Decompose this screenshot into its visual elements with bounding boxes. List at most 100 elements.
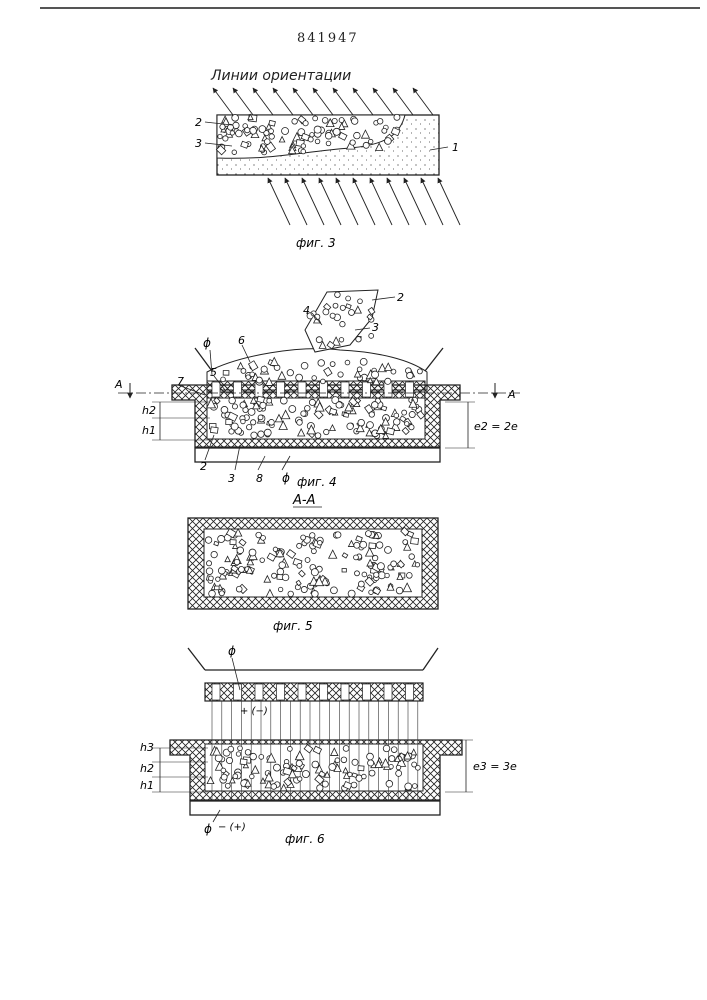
particle-circle xyxy=(261,366,267,372)
fig4-label-5: 5 xyxy=(210,366,217,379)
plate-hole xyxy=(363,684,371,700)
particle-circle xyxy=(347,423,354,430)
particle-circle xyxy=(317,785,323,791)
particle-circle xyxy=(272,573,277,578)
plate-hole xyxy=(406,382,414,397)
fig4-label-b8: 8 xyxy=(256,472,263,485)
particle-circle xyxy=(220,124,225,129)
particle-circle xyxy=(269,419,275,425)
particle-circle xyxy=(394,419,401,426)
particle-circle xyxy=(346,296,351,301)
particle-circle xyxy=(368,760,374,766)
particle-circle xyxy=(258,431,264,437)
particle-circle xyxy=(356,337,361,342)
particle-circle xyxy=(352,759,358,765)
particle-circle xyxy=(310,533,316,539)
particle-square xyxy=(352,773,357,778)
plate-hole xyxy=(384,684,392,700)
fig6-label-phi-top: ϕ xyxy=(228,644,236,658)
particle-circle xyxy=(363,142,369,148)
particle-circle xyxy=(288,591,294,597)
particle-circle xyxy=(409,411,415,417)
orientation-arrow xyxy=(393,88,413,115)
orientation-arrow xyxy=(421,178,443,225)
particle-circle xyxy=(237,547,244,554)
particle-circle xyxy=(269,134,274,139)
particle-circle xyxy=(225,783,230,788)
particle-circle xyxy=(415,563,419,567)
particle-circle xyxy=(354,571,359,576)
figure-3 xyxy=(205,88,460,225)
particle-circle xyxy=(406,573,412,579)
fig4-label-7: 7 xyxy=(177,375,184,388)
particle-circle xyxy=(301,144,305,148)
particle-circle xyxy=(338,372,343,377)
particle-circle xyxy=(271,784,277,790)
particle-circle xyxy=(226,757,232,763)
particle-square xyxy=(358,766,364,771)
orientation-arrow xyxy=(333,88,353,115)
plate-hole xyxy=(212,684,220,700)
particle-circle xyxy=(296,760,302,766)
particle-circle xyxy=(331,587,338,594)
orientation-arrow xyxy=(373,88,393,115)
particle-circle xyxy=(324,429,329,434)
particle-circle xyxy=(278,587,282,591)
particle-circle xyxy=(256,532,262,538)
particle-circle xyxy=(316,337,322,343)
particle-circle xyxy=(369,590,374,595)
particle-circle xyxy=(340,305,345,310)
particle-circle xyxy=(209,590,216,597)
particle-circle xyxy=(219,591,224,596)
particle-circle xyxy=(312,761,319,768)
fig4-label-2: 2 xyxy=(397,291,404,304)
orientation-arrow xyxy=(313,88,333,115)
fig4-bottom-electrode xyxy=(195,448,440,462)
particle-circle xyxy=(322,118,328,124)
fig4-label-phi-top: ϕ xyxy=(203,336,211,350)
particle-circle xyxy=(360,358,367,365)
particle-circle xyxy=(354,542,360,548)
particle-circle xyxy=(279,562,286,569)
particle-circle xyxy=(314,126,321,133)
particle-circle xyxy=(339,337,344,342)
fig3-caption: фиг. 3 xyxy=(296,236,336,250)
particle-circle xyxy=(386,780,393,787)
particle-circle xyxy=(223,136,228,141)
plate-hole xyxy=(212,382,220,397)
particle-circle xyxy=(241,419,246,424)
particle-circle xyxy=(318,540,323,545)
plate-hole xyxy=(277,382,285,397)
particle-circle xyxy=(292,119,298,125)
particle-circle xyxy=(249,549,256,556)
particle-square xyxy=(240,759,247,765)
particle-circle xyxy=(218,535,225,542)
particle-circle xyxy=(349,309,355,315)
particle-circle xyxy=(376,542,383,549)
orientation-arrow xyxy=(413,88,433,115)
particle-circle xyxy=(233,774,238,779)
particle-circle xyxy=(206,561,211,566)
particle-circle xyxy=(325,132,332,139)
particle-circle xyxy=(221,774,227,780)
particle-circle xyxy=(238,567,244,573)
fig6-bottom-electrode xyxy=(190,801,440,815)
particle-circle xyxy=(267,398,272,403)
particle-circle xyxy=(248,408,255,415)
figure-6 xyxy=(152,648,473,822)
orientation-arrow xyxy=(253,88,273,115)
fig3-label-1: 1 xyxy=(452,141,459,154)
particle-circle xyxy=(280,397,287,404)
particle-circle xyxy=(258,415,263,420)
particle-circle xyxy=(358,581,364,587)
orientation-arrow xyxy=(302,178,324,225)
particle-circle xyxy=(246,424,251,429)
particle-circle xyxy=(417,369,422,374)
particle-circle xyxy=(230,131,234,135)
orientation-arrow xyxy=(370,178,392,225)
particle-circle xyxy=(389,756,395,762)
particle-circle xyxy=(302,770,309,777)
plate-hole xyxy=(406,684,414,700)
particle-circle xyxy=(310,133,314,137)
fig4-label-4: 4 xyxy=(303,304,310,317)
